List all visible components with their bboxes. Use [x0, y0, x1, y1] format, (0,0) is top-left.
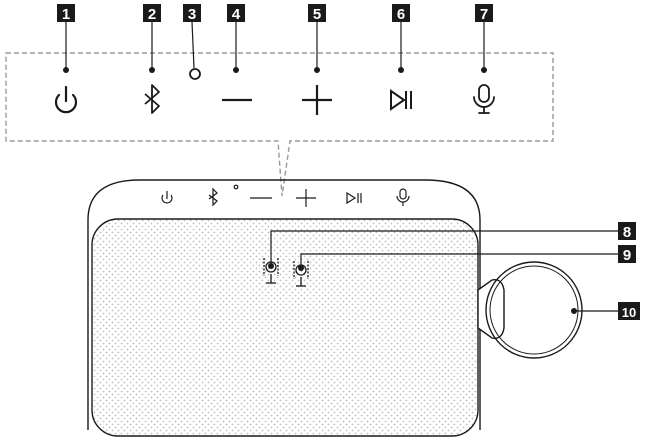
top-panel-outline: [6, 53, 553, 196]
status-led: [190, 69, 200, 79]
svg-text:8: 8: [623, 224, 631, 241]
callout-badge-2: 2: [143, 4, 161, 23]
callout-badge-7: 7: [475, 4, 493, 23]
callout-badge-1: 1: [57, 4, 75, 23]
power-icon[interactable]: [56, 87, 76, 112]
callout-badge-4: 4: [227, 4, 245, 23]
plus-icon[interactable]: [302, 85, 332, 115]
callout-badge-8: 8: [618, 222, 636, 241]
svg-text:2: 2: [148, 6, 156, 23]
svg-text:6: 6: [397, 6, 405, 23]
svg-text:7: 7: [480, 6, 488, 23]
svg-text:10: 10: [622, 305, 636, 320]
small-bluetooth-icon: [209, 189, 217, 205]
callout-badge-3: 3: [183, 4, 201, 23]
small-power-icon: [162, 191, 172, 203]
svg-text:4: 4: [232, 6, 241, 23]
top-leader-lines: [66, 22, 484, 70]
small-status-led: [234, 185, 238, 189]
small-microphone-icon: [397, 189, 409, 206]
play-pause-icon[interactable]: [391, 91, 411, 109]
svg-text:3: 3: [188, 6, 196, 23]
callout-badge-9: 9: [618, 245, 636, 264]
svg-text:9: 9: [623, 247, 631, 264]
bluetooth-icon[interactable]: [145, 85, 159, 113]
speaker-grille: [92, 219, 478, 436]
callout-badge-10: 10: [618, 302, 640, 320]
top-leader-dots: [63, 67, 487, 73]
small-play-pause-icon: [347, 193, 361, 203]
speaker-top-buttons: [162, 185, 409, 207]
callout-badge-6: 6: [392, 4, 410, 23]
svg-text:5: 5: [313, 6, 321, 23]
small-plus-icon: [296, 189, 316, 207]
microphone-icon[interactable]: [474, 85, 494, 113]
svg-text:1: 1: [62, 6, 70, 23]
callout-badge-5: 5: [308, 4, 326, 23]
